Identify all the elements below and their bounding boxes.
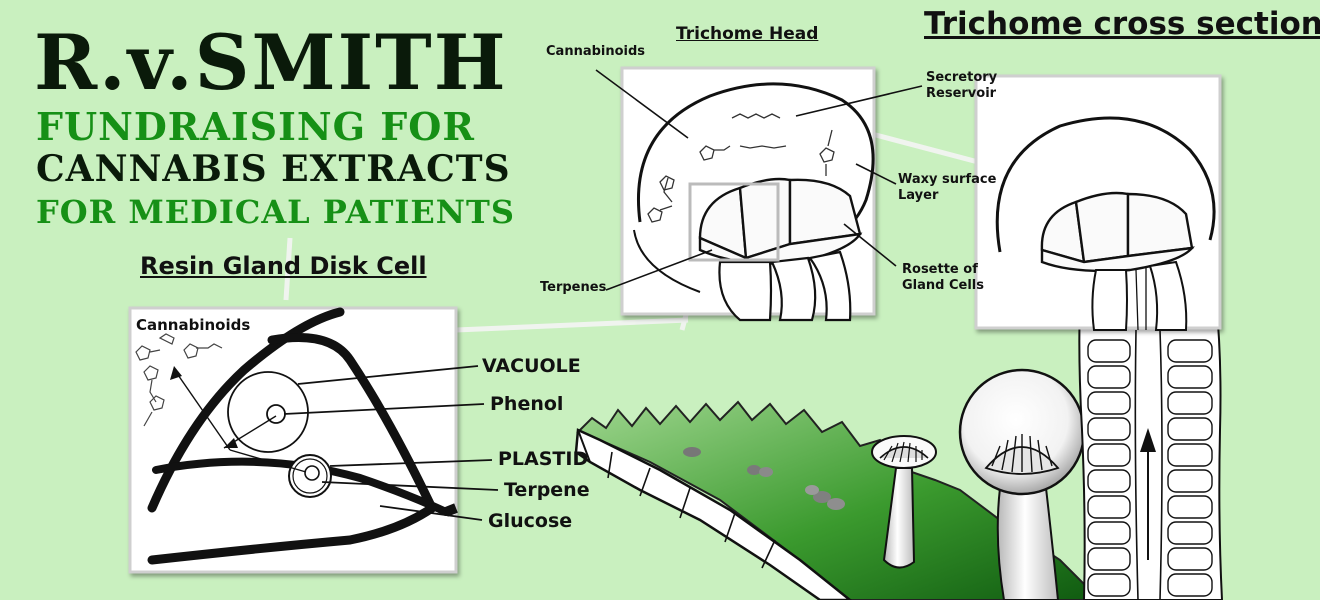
label-waxy-2: Layer	[898, 188, 939, 203]
disk-cell-panel	[128, 306, 499, 574]
label-secretory-2: Reservoir	[926, 86, 997, 101]
label-cannabinoids-head: Cannabinoids	[546, 44, 646, 59]
label-plastid: PLASTID	[498, 448, 589, 470]
label-rosette-2: Gland Cells	[902, 278, 984, 293]
label-terpenes: Terpenes	[540, 280, 607, 295]
leaf-surface	[574, 400, 1102, 600]
cross-section-panel	[974, 74, 1222, 331]
heading-cross-section: Trichome cross section	[924, 6, 1320, 42]
trichome-stalk	[1078, 299, 1224, 600]
label-cannabinoids-cell: Cannabinoids	[136, 316, 251, 334]
label-glucose: Glucose	[488, 510, 573, 532]
logo-subtitle-3: FOR MEDICAL PATIENTS	[36, 193, 515, 231]
label-phenol: Phenol	[490, 393, 564, 415]
label-vacuole: VACUOLE	[482, 355, 581, 377]
heading-trichome-head: Trichome Head	[676, 24, 819, 44]
heading-disk-cell: Resin Gland Disk Cell	[140, 252, 427, 280]
small-trichome	[871, 435, 937, 569]
logo-title: R.v.SMITH	[34, 18, 508, 107]
label-secretory-1: Secretory	[926, 70, 998, 85]
label-waxy-1: Waxy surface	[898, 172, 997, 187]
logo-subtitle-2: CANNABIS EXTRACTS	[36, 148, 511, 190]
trichome-head-panel	[595, 66, 923, 322]
logo-subtitle-1: FUNDRAISING FOR	[36, 104, 475, 149]
label-terpene: Terpene	[504, 479, 590, 501]
label-rosette-1: Rosette of	[902, 262, 978, 277]
